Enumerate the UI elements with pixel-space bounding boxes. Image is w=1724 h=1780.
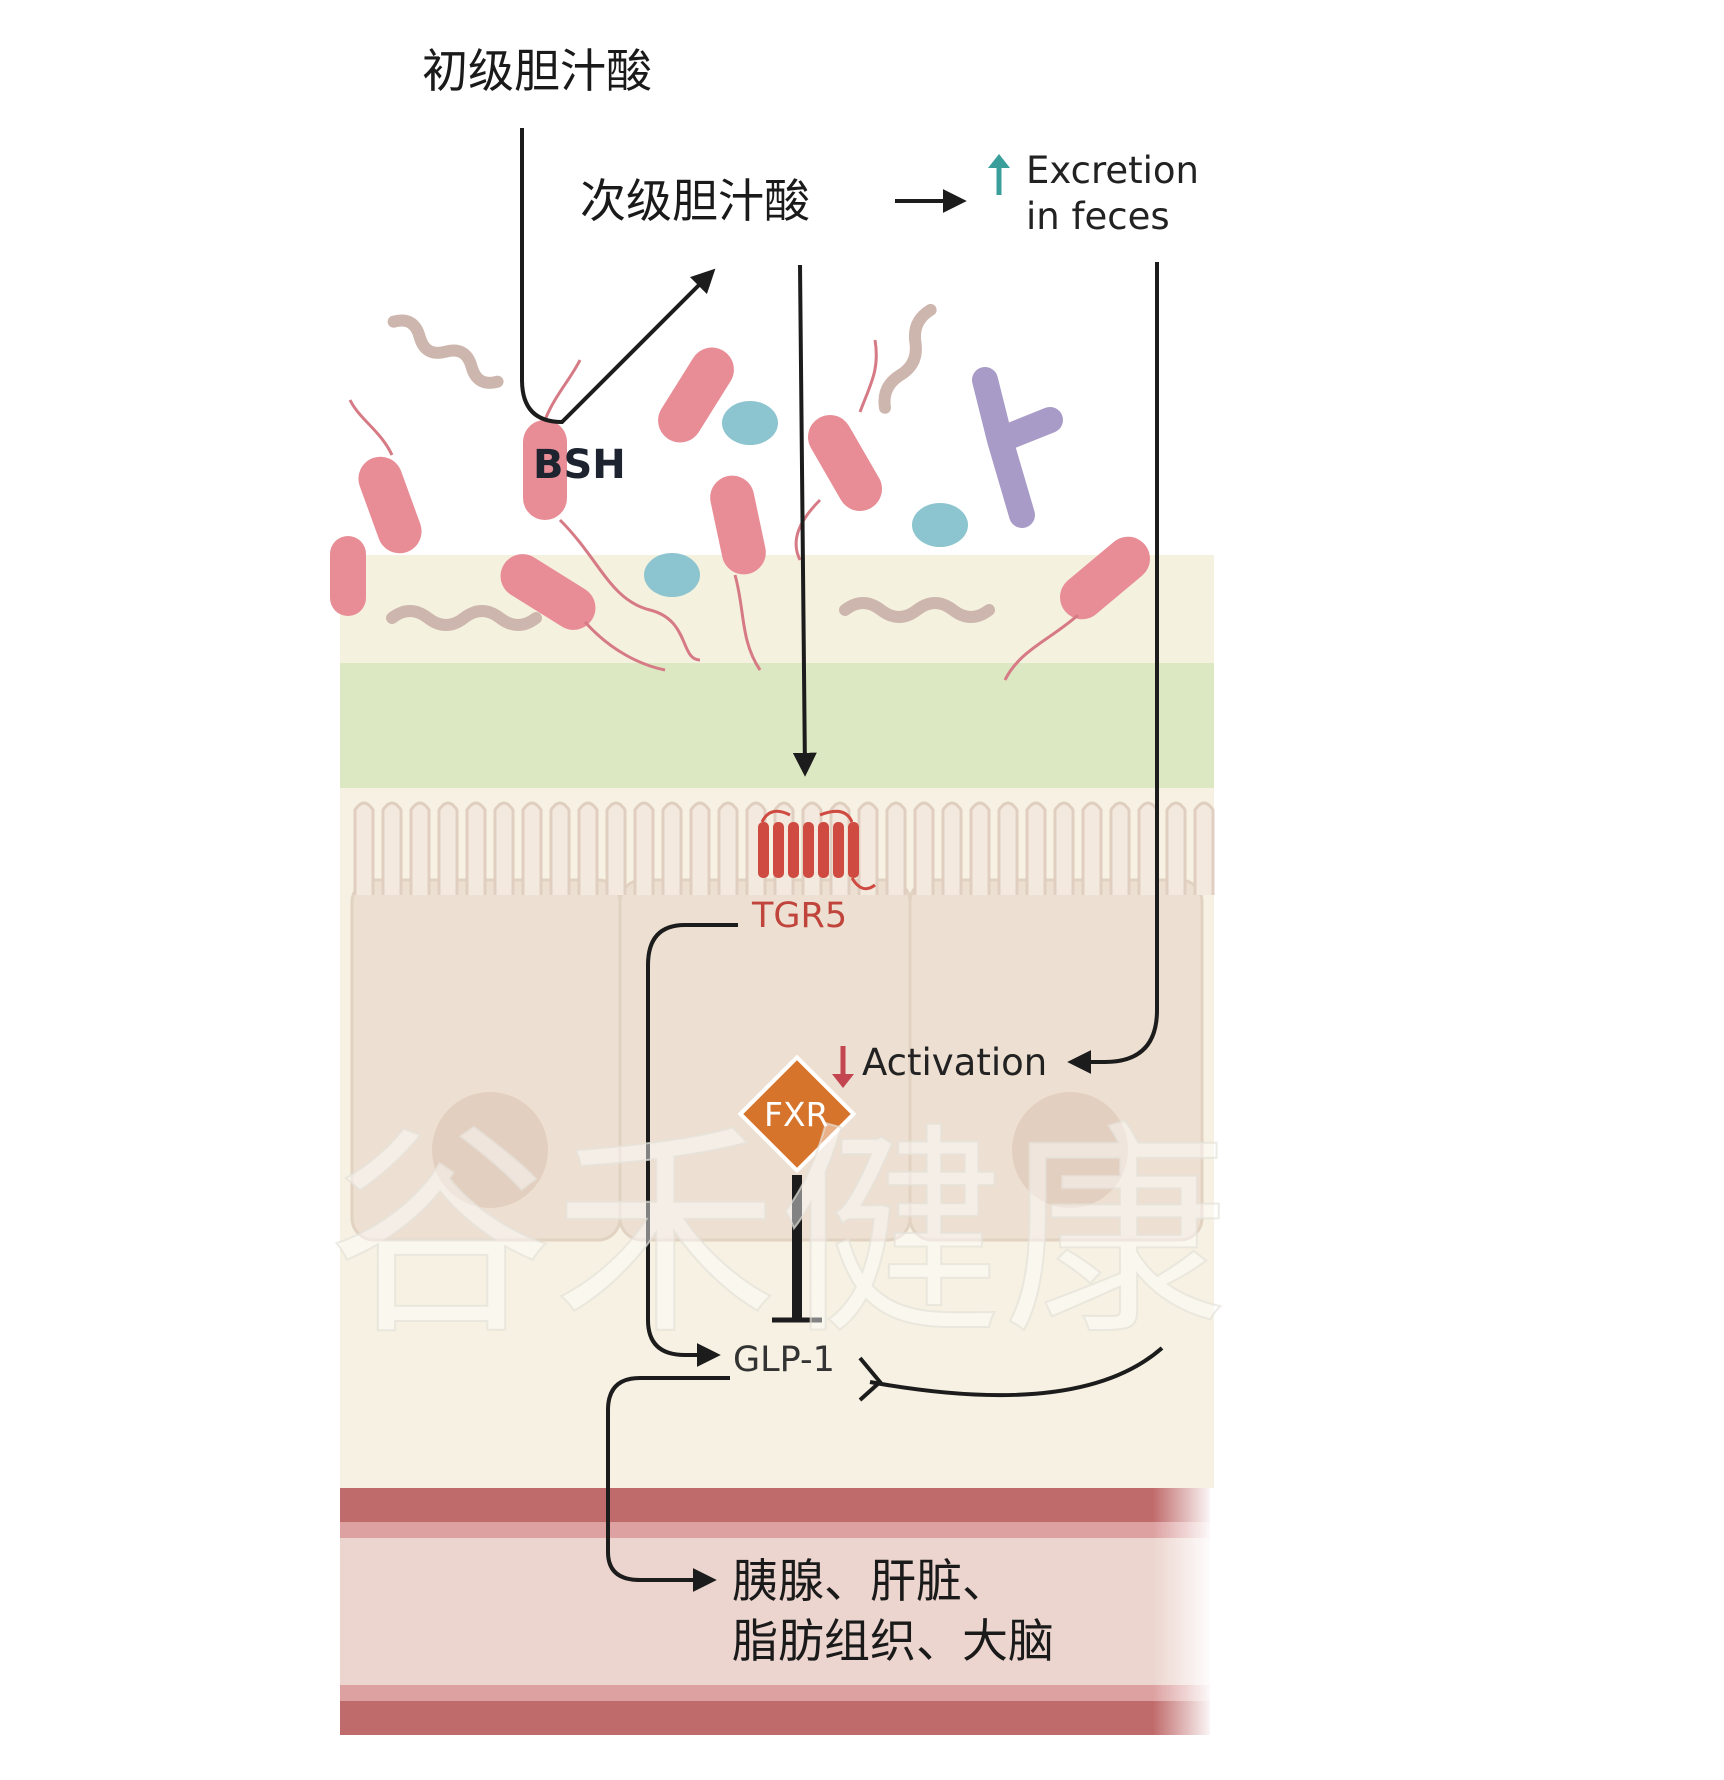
primary-to-secondary-arrow [520, 128, 716, 425]
cell-nucleus [1012, 1092, 1128, 1208]
y-shaped-molecule [972, 367, 1063, 528]
microvillus [969, 801, 991, 895]
microvillus [1109, 801, 1131, 895]
microvillus [1053, 801, 1075, 895]
tgr5-receptor-icon [758, 809, 876, 891]
tgr5-label: TGR5 [752, 896, 848, 936]
excretion-label-line2: in feces [1026, 195, 1170, 238]
microvillus [577, 801, 599, 895]
microvillus [409, 801, 431, 895]
glp1-to-targets-arrow [606, 1376, 730, 1592]
secondary-to-tgr5-arrow [792, 264, 817, 777]
microvillus [549, 801, 571, 895]
microvillus [941, 801, 963, 895]
rod-bacterium [358, 456, 422, 554]
cell-nucleus [432, 1092, 548, 1208]
rod-bacterium [658, 347, 734, 443]
down-arrow-icon-head [832, 1074, 854, 1088]
spirochete [839, 597, 995, 623]
microvillus [661, 801, 683, 895]
rod-bacterium [808, 415, 882, 511]
microvillus [605, 801, 627, 895]
pathway-arrows [520, 128, 1164, 1592]
bsh-enzyme-label: BSH [533, 442, 626, 488]
glp1-receptor-cup [858, 1356, 883, 1402]
spirochete [878, 303, 937, 414]
secondary-bile-acid-label: 次级胆汁酸 [580, 174, 810, 228]
microvillus [1193, 801, 1215, 895]
rod-bacterium [1060, 536, 1150, 620]
microvillus [493, 801, 515, 895]
fxr-diamond-icon [737, 1054, 857, 1174]
fxr-label: FXR [764, 1095, 829, 1134]
rod-bacterium [523, 420, 567, 520]
excretion-label-line1: Excretion [1026, 149, 1200, 192]
microvillus [633, 801, 655, 895]
cocci-bacterium [644, 553, 700, 597]
microvillus [1025, 801, 1047, 895]
microvillus [381, 801, 403, 895]
glp1-receptor-curve [869, 1346, 1164, 1398]
microvillus [997, 801, 1019, 895]
microvillus [521, 801, 543, 895]
gut-bacteria [330, 303, 1150, 681]
mucus-layer-green [340, 663, 1214, 788]
target-organs-line2: 脂肪组织、大脑 [732, 1614, 1054, 1668]
rod-bacterium [330, 536, 366, 616]
microvillus [437, 801, 459, 895]
spirochete [386, 605, 542, 631]
watermark-text: 谷禾健康 [328, 1104, 1228, 1366]
activation-label: Activation [862, 1041, 1048, 1084]
primary-bile-acid-label: 初级胆汁酸 [422, 44, 652, 98]
microvillus [1081, 801, 1103, 895]
microvillus [885, 801, 907, 895]
microvillus [1165, 801, 1187, 895]
microvillus [717, 801, 739, 895]
microvillus [689, 801, 711, 895]
microvillus [857, 801, 879, 895]
excretion-to-activation-arrow [1067, 262, 1159, 1074]
microvillus [353, 801, 375, 895]
up-arrow-icon-head [988, 154, 1010, 168]
rod-bacterium [710, 475, 766, 575]
rod-bacterium [500, 554, 596, 630]
microvillus [1137, 801, 1159, 895]
cocci-bacterium [722, 401, 778, 445]
glp1-label: GLP-1 [733, 1340, 835, 1380]
microvillus [465, 801, 487, 895]
target-organs-line1: 胰腺、肝脏、 [732, 1554, 1008, 1608]
spirochete [387, 314, 504, 389]
cocci-bacterium [912, 503, 968, 547]
tgr5-to-glp1-arrow [646, 923, 738, 1367]
vessel-fade [340, 1488, 1214, 1735]
microvillus [913, 801, 935, 895]
